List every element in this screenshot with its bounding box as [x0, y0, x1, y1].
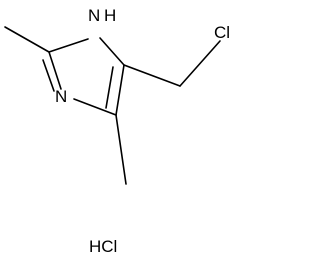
bond-c5-n1	[99, 37, 125, 66]
bond-n3-c4	[73, 98, 117, 116]
bond-c4-c5	[115, 64, 125, 116]
bond-c2-n1	[48, 38, 89, 53]
bond-ch2-cl	[179, 40, 221, 87]
atom-cl-label: Cl	[214, 23, 230, 42]
bond-c4-c5-double	[105, 66, 114, 109]
atom-nh-hydrogen-label: H	[104, 6, 116, 25]
atom-nh-label: N	[88, 6, 100, 25]
chemical-structure: N H N Cl HCl	[4, 6, 230, 256]
atom-n-label: N	[55, 87, 67, 106]
bond-c5-ch2	[123, 64, 181, 87]
bond-methyl-c2	[4, 26, 50, 53]
bond-c2-n3-double	[42, 59, 55, 92]
bond-c2-n3	[48, 51, 62, 90]
salt-label: HCl	[89, 237, 117, 256]
bond-c4-methyl	[115, 114, 127, 185]
